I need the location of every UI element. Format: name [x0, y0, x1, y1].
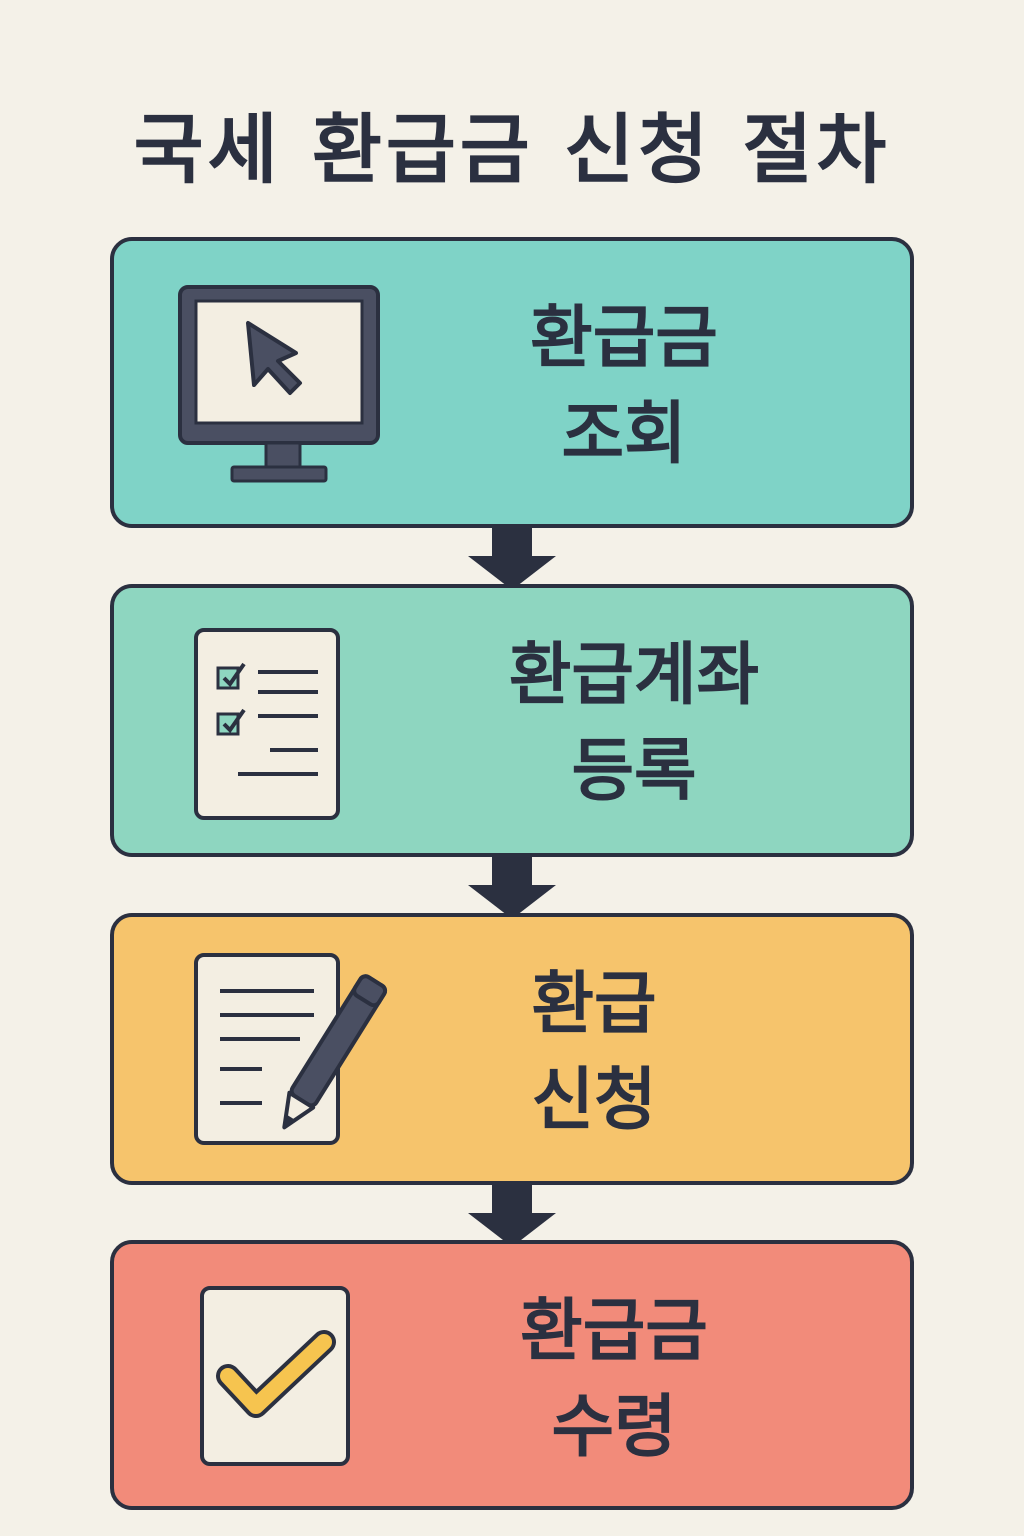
step-label: 환급계좌 등록 [508, 636, 760, 811]
computer-cursor-icon [178, 285, 380, 483]
page-title: 국세 환급금 신청 절차 [133, 105, 891, 194]
document-pen-icon [194, 953, 388, 1145]
checkmark-icon [200, 1286, 350, 1466]
arrow-down-icon [468, 528, 556, 590]
step-label: 환급 신청 [531, 965, 657, 1140]
arrow-down-icon [468, 1185, 556, 1247]
step-label: 환급금 조회 [530, 299, 718, 474]
step-account-register: 환급계좌 등록 [110, 584, 914, 857]
arrow-down-icon [468, 857, 556, 919]
checklist-icon [194, 628, 340, 820]
step-refund-receive: 환급금 수령 [110, 1240, 914, 1510]
step-label: 환급금 수령 [520, 1292, 708, 1467]
step-refund-lookup: 환급금 조회 [110, 237, 914, 528]
step-refund-apply: 환급 신청 [110, 913, 914, 1185]
